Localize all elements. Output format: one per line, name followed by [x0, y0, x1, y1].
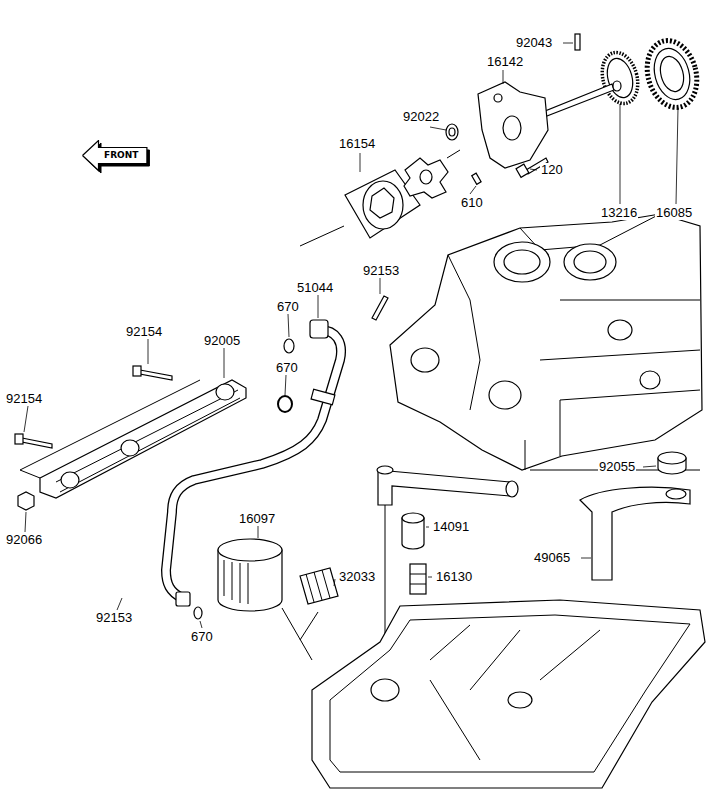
callout-number: 670: [276, 300, 300, 314]
callout-number: 92022: [402, 110, 440, 124]
callout-number: 610: [460, 196, 484, 210]
callout-number: 120: [540, 163, 564, 177]
direction-label: FRONT: [104, 150, 138, 160]
callout-number: 92153: [362, 264, 400, 278]
callout-number: 16097: [238, 512, 276, 526]
arrow-shape: [83, 141, 147, 171]
callout-number: 92153: [95, 611, 133, 625]
callout-number: 16085: [655, 206, 693, 220]
callout-number: 670: [275, 361, 299, 375]
callout-number: 16130: [435, 570, 473, 584]
callout-number: 14091: [432, 520, 470, 534]
callout-number: 92154: [5, 392, 43, 406]
callout-number: 16154: [338, 137, 376, 151]
callout-number: 92005: [203, 334, 241, 348]
callout-number: 670: [190, 630, 214, 644]
callout-number: 92066: [5, 533, 43, 547]
callout-number: 13216: [600, 206, 638, 220]
callout-number: 51044: [296, 281, 334, 295]
callout-number: 92055: [598, 460, 636, 474]
callout-number: 92043: [515, 36, 553, 50]
callout-number: 16142: [486, 55, 524, 69]
callout-number: 32033: [338, 570, 376, 584]
callout-number: 49065: [533, 551, 571, 565]
callout-number: 92154: [125, 325, 163, 339]
front-arrow: FRONT: [82, 140, 148, 170]
